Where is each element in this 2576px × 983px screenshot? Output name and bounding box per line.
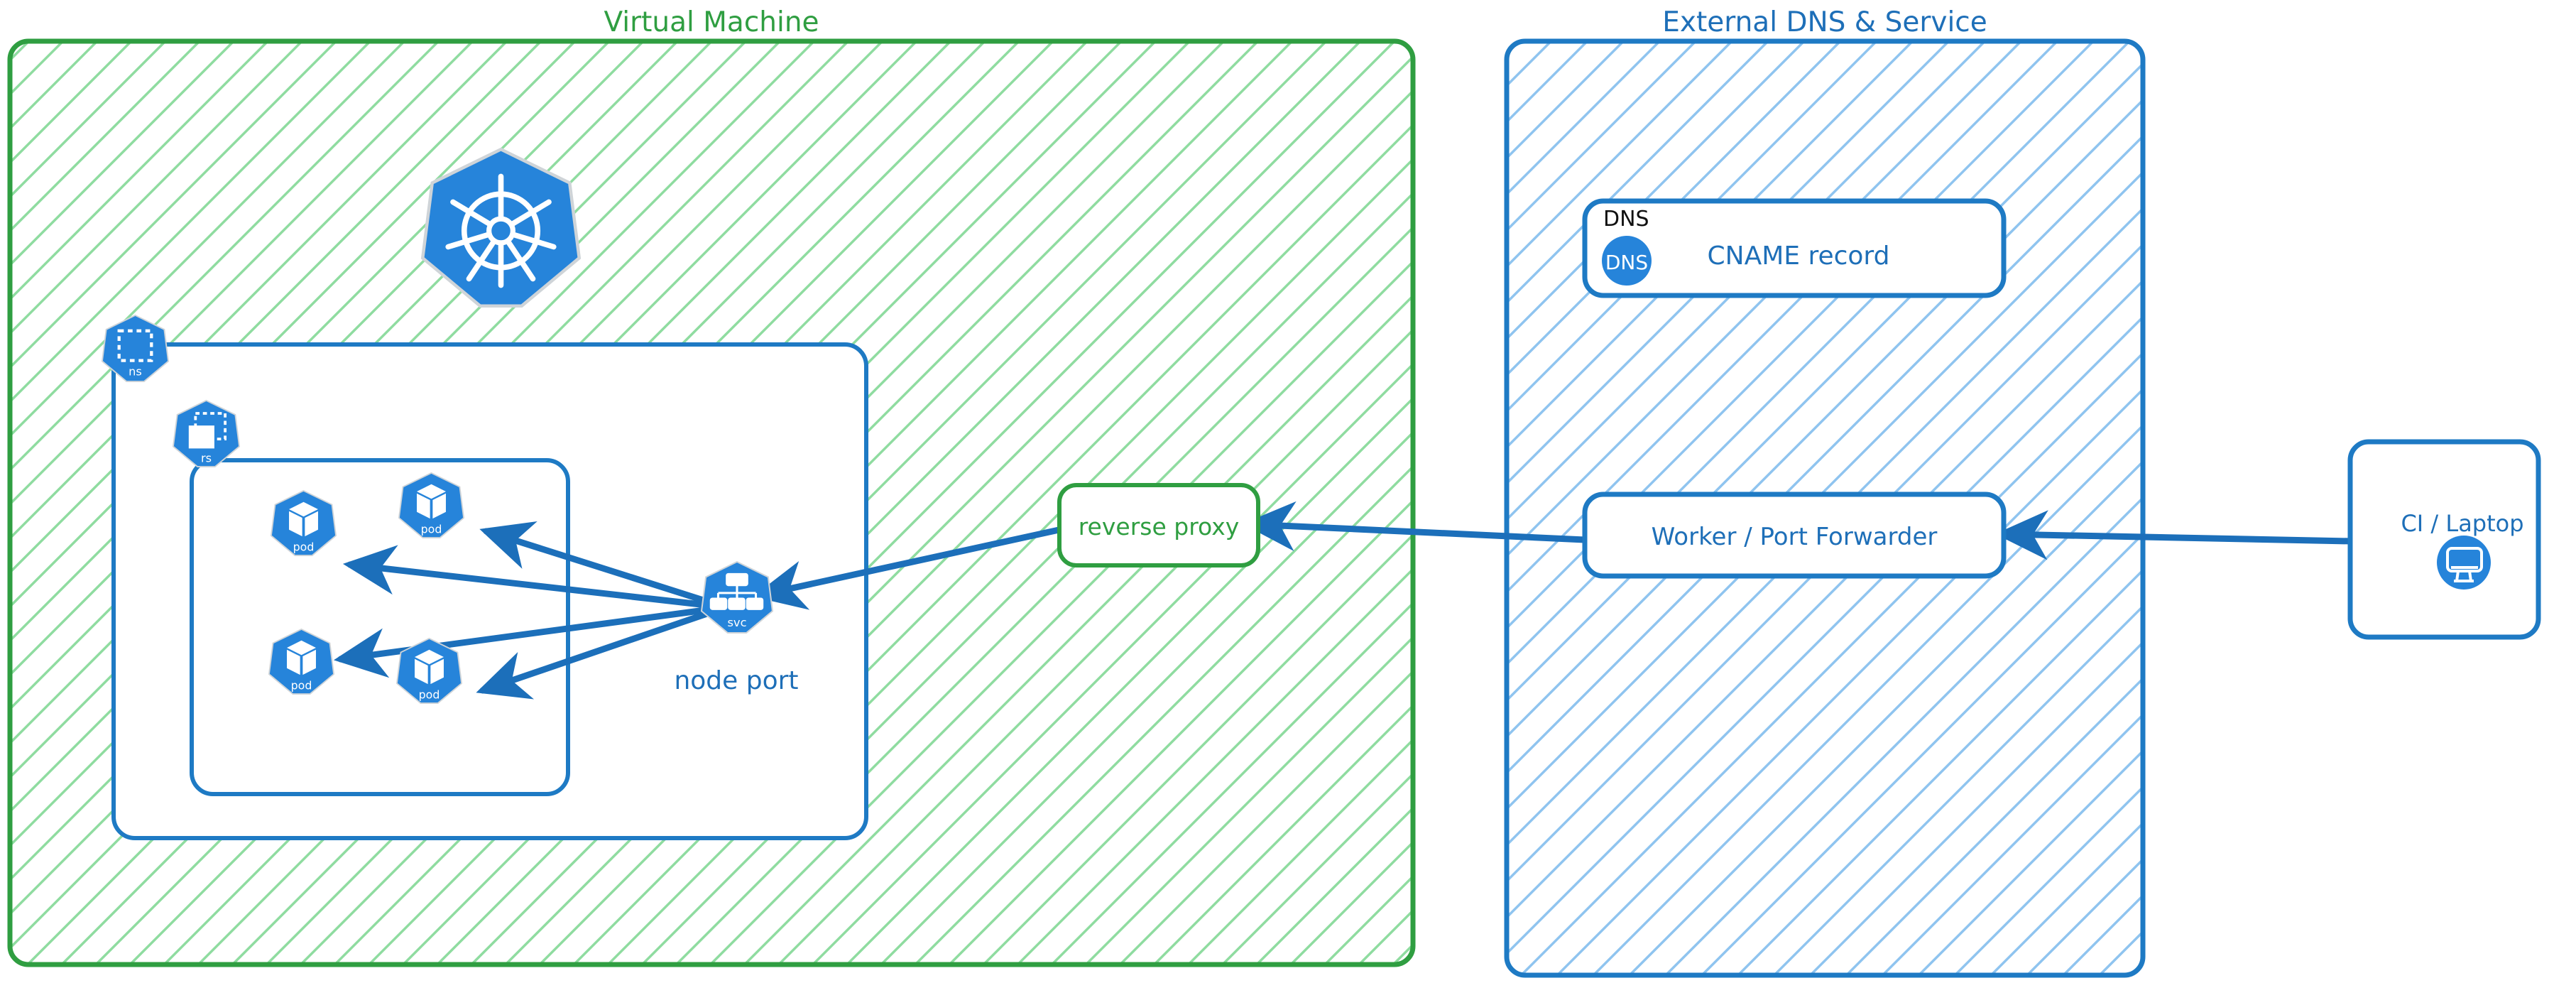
worker-card-label: Worker / Port Forwarder: [1652, 523, 1938, 551]
external-dns-service-title: External DNS & Service: [1662, 6, 1987, 38]
service-icon: svc: [700, 560, 774, 634]
ci-laptop-box[interactable]: [2347, 439, 2541, 640]
namespace-icon-label: ns: [129, 365, 142, 379]
dns-badge-label: DNS: [1605, 251, 1648, 274]
dns-card-title: CNAME record: [1708, 241, 1890, 271]
dns-card[interactable]: DNS DNS CNAME record: [1582, 198, 2007, 298]
reverse-proxy-node[interactable]: reverse proxy: [1057, 483, 1260, 567]
pod-icon-label-4: pod: [419, 688, 440, 702]
dns-badge-icon: DNS: [1602, 236, 1652, 286]
replicaset-icon-label: rs: [201, 451, 212, 465]
namespace-icon: ns: [101, 314, 170, 383]
ci-laptop-node[interactable]: CI / Laptop: [2347, 439, 2541, 640]
connection-ci-laptop-to-worker: [1994, 510, 2355, 560]
service-icon-label: svc: [727, 616, 746, 629]
ci-laptop-label: CI / Laptop: [2401, 510, 2523, 537]
pod-icon-1: pod: [270, 489, 337, 557]
pod-icon-label-3: pod: [291, 679, 312, 693]
pod-icon-3: pod: [268, 628, 335, 695]
node-port-caption: node port: [674, 666, 798, 695]
dns-card-box[interactable]: [1582, 198, 2007, 298]
dns-card-corner-label: DNS: [1603, 207, 1649, 232]
worker-card-box[interactable]: [1582, 492, 2007, 579]
connection-worker-to-reverse-proxy: [1242, 501, 1588, 552]
connection-reverse-proxy-to-svc: [753, 526, 1066, 610]
pod-icon-4: pod: [395, 637, 463, 705]
connection-svc-to-pod-2: [479, 521, 729, 611]
monitor-icon: [2437, 536, 2491, 590]
pod-icon-2: pod: [398, 472, 465, 539]
connection-svc-to-pod-4: [476, 604, 729, 700]
connection-svc-to-pod-1: [342, 545, 729, 611]
pod-icon-label-2: pod: [421, 523, 442, 536]
worker-port-forwarder-card[interactable]: Worker / Port Forwarder: [1582, 492, 2007, 579]
reverse-proxy-label: reverse proxy: [1079, 513, 1240, 541]
pod-icon-label-1: pod: [293, 541, 315, 554]
virtual-machine-title: Virtual Machine: [604, 6, 819, 38]
reverse-proxy-box[interactable]: [1057, 483, 1260, 567]
kubernetes-logo-icon: [420, 147, 582, 308]
replicaset-icon: rs: [172, 399, 241, 468]
